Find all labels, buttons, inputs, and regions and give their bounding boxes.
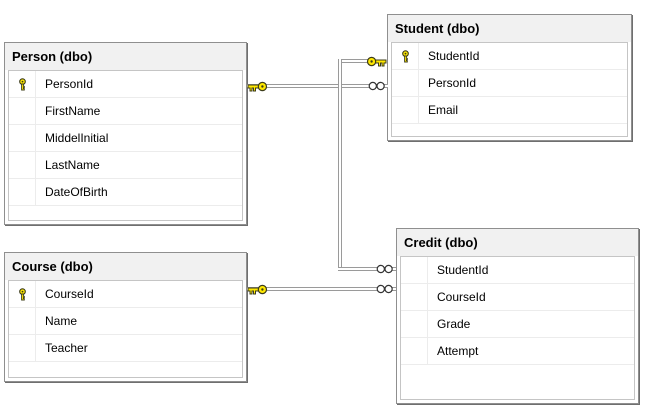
key-cell-empty: [9, 179, 36, 205]
key-icon: [246, 284, 268, 295]
key-icon: [366, 56, 388, 67]
table-course-title[interactable]: Course (dbo): [5, 253, 246, 280]
column-name: StudentId: [437, 263, 489, 277]
key-cell-empty: [9, 335, 36, 361]
table-course[interactable]: Course (dbo) CourseId Name Teacher: [4, 252, 247, 382]
key-cell-empty: [392, 97, 419, 123]
table-row[interactable]: Email: [392, 97, 627, 124]
column-name: Email: [428, 103, 459, 117]
column-name: PersonId: [45, 77, 94, 91]
key-cell-empty: [9, 152, 36, 178]
column-name: CourseId: [45, 287, 94, 301]
table-row[interactable]: Teacher: [9, 335, 242, 362]
column-name: MiddelInitial: [45, 131, 109, 145]
table-row[interactable]: Grade: [401, 311, 634, 338]
table-student-columns: StudentId PersonId Email: [391, 42, 628, 137]
key-icon: [401, 49, 409, 62]
relationship-line-person-student[interactable]: [247, 84, 388, 88]
table-credit-title[interactable]: Credit (dbo): [397, 229, 638, 256]
key-icon: [18, 77, 26, 90]
table-row[interactable]: LastName: [9, 152, 242, 179]
relationship-line-student-credit[interactable]: [338, 267, 396, 271]
key-cell-empty: [401, 284, 428, 310]
table-person-title[interactable]: Person (dbo): [5, 43, 246, 70]
key-cell-empty: [401, 338, 428, 364]
table-credit-columns: StudentId CourseId Grade Attempt: [400, 256, 635, 400]
column-name: CourseId: [437, 290, 486, 304]
key-cell-empty: [9, 125, 36, 151]
key-cell-empty: [392, 70, 419, 96]
table-empty-area: [401, 365, 634, 399]
column-name: FirstName: [45, 104, 101, 118]
table-row[interactable]: MiddelInitial: [9, 125, 242, 152]
table-row[interactable]: DateOfBirth: [9, 179, 242, 206]
column-name: StudentId: [428, 49, 480, 63]
table-row[interactable]: StudentId: [392, 43, 627, 70]
table-row[interactable]: Name: [9, 308, 242, 335]
key-cell-empty: [9, 98, 36, 124]
table-row[interactable]: CourseId: [9, 281, 242, 308]
table-empty-area: [9, 206, 242, 220]
column-name: DateOfBirth: [45, 185, 108, 199]
table-row[interactable]: StudentId: [401, 257, 634, 284]
column-name: Attempt: [437, 344, 479, 358]
column-name: Name: [45, 314, 78, 328]
relationship-line-student-credit[interactable]: [338, 59, 374, 63]
column-name: LastName: [45, 158, 100, 172]
table-person-columns: PersonId FirstName MiddelInitial LastNam…: [8, 70, 243, 221]
key-cell-empty: [9, 308, 36, 334]
table-person[interactable]: Person (dbo) PersonId FirstName MiddelI: [4, 42, 247, 225]
key-icon: [18, 287, 26, 300]
table-row[interactable]: PersonId: [9, 71, 242, 98]
table-course-columns: CourseId Name Teacher: [8, 280, 243, 378]
primary-key-cell: [9, 281, 36, 307]
primary-key-cell: [392, 43, 419, 69]
column-name: Grade: [437, 317, 471, 331]
key-cell-empty: [401, 257, 428, 283]
table-credit[interactable]: Credit (dbo) StudentId CourseId Grade At…: [396, 228, 639, 404]
infinity-icon: [376, 264, 394, 274]
relationship-line-student-credit[interactable]: [338, 59, 342, 271]
column-name: Teacher: [45, 341, 88, 355]
infinity-icon: [376, 284, 394, 294]
table-student[interactable]: Student (dbo) StudentId PersonId Email: [387, 14, 632, 141]
key-icon: [246, 81, 268, 92]
primary-key-cell: [9, 71, 36, 97]
table-student-title[interactable]: Student (dbo): [388, 15, 631, 42]
relationship-line-course-credit[interactable]: [247, 287, 396, 291]
table-row[interactable]: CourseId: [401, 284, 634, 311]
infinity-icon: [368, 81, 386, 91]
table-empty-area: [9, 362, 242, 377]
table-row[interactable]: PersonId: [392, 70, 627, 97]
key-cell-empty: [401, 311, 428, 337]
column-name: PersonId: [428, 76, 477, 90]
table-row[interactable]: FirstName: [9, 98, 242, 125]
table-row[interactable]: Attempt: [401, 338, 634, 365]
table-empty-area: [392, 124, 627, 136]
